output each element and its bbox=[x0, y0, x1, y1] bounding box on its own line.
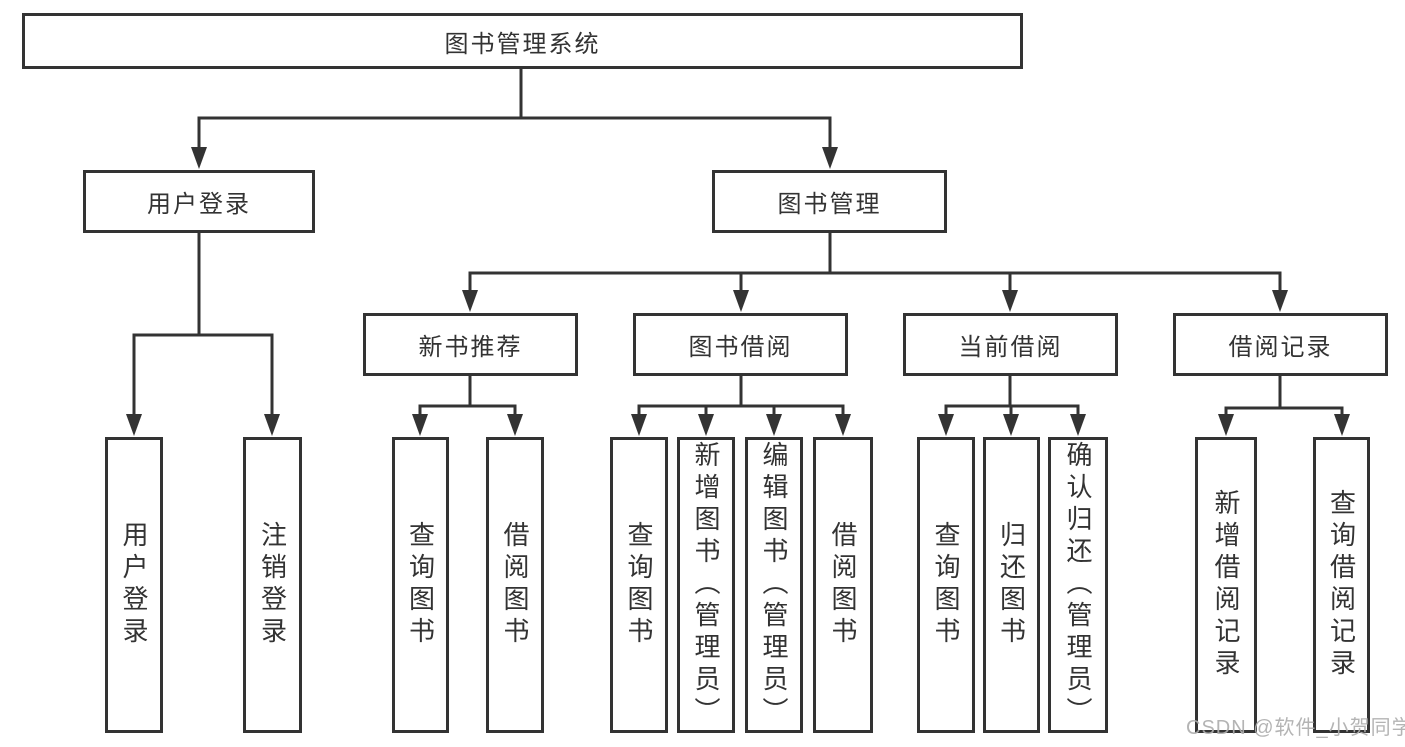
leaf-edit-books-admin: 编辑图书（管理员） bbox=[745, 437, 803, 733]
leaf-return-books: 归还图书 bbox=[983, 437, 1040, 733]
leaf-query-books-2: 查询图书 bbox=[610, 437, 668, 733]
node-book-borrowing: 图书借阅 bbox=[633, 313, 848, 376]
leaf-borrow-books-1: 借阅图书 bbox=[486, 437, 544, 733]
leaf-add-books-admin: 新增图书（管理员） bbox=[677, 437, 735, 733]
leaf-query-books-1: 查询图书 bbox=[392, 437, 449, 733]
leaf-query-borrow-record: 查询借阅记录 bbox=[1313, 437, 1370, 733]
node-book-management: 图书管理 bbox=[712, 170, 947, 233]
leaf-borrow-books-2: 借阅图书 bbox=[813, 437, 873, 733]
leaf-add-borrow-record: 新增借阅记录 bbox=[1195, 437, 1257, 733]
node-current-borrowing: 当前借阅 bbox=[903, 313, 1118, 376]
leaf-user-login: 用户登录 bbox=[105, 437, 163, 733]
node-borrowing-records: 借阅记录 bbox=[1173, 313, 1388, 376]
leaf-confirm-return-admin: 确认归还（管理员） bbox=[1048, 437, 1108, 733]
node-user-login: 用户登录 bbox=[83, 170, 315, 233]
node-new-book-recommend: 新书推荐 bbox=[363, 313, 578, 376]
node-library-system: 图书管理系统 bbox=[22, 13, 1023, 69]
csdn-watermark: CSDN @软件_小贺同学 bbox=[1186, 717, 1405, 739]
leaf-logout: 注销登录 bbox=[243, 437, 302, 733]
leaf-query-books-3: 查询图书 bbox=[917, 437, 975, 733]
